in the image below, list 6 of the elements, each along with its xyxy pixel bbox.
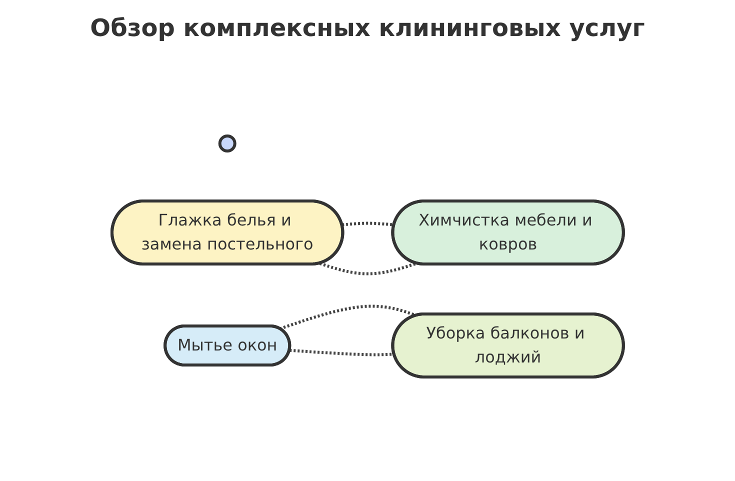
diagram-title: Обзор комплексных клининговых услуг xyxy=(89,14,646,42)
connector xyxy=(279,304,417,330)
connector xyxy=(342,221,394,226)
node-circle xyxy=(218,134,236,152)
connector xyxy=(319,262,417,275)
connector xyxy=(289,348,394,356)
